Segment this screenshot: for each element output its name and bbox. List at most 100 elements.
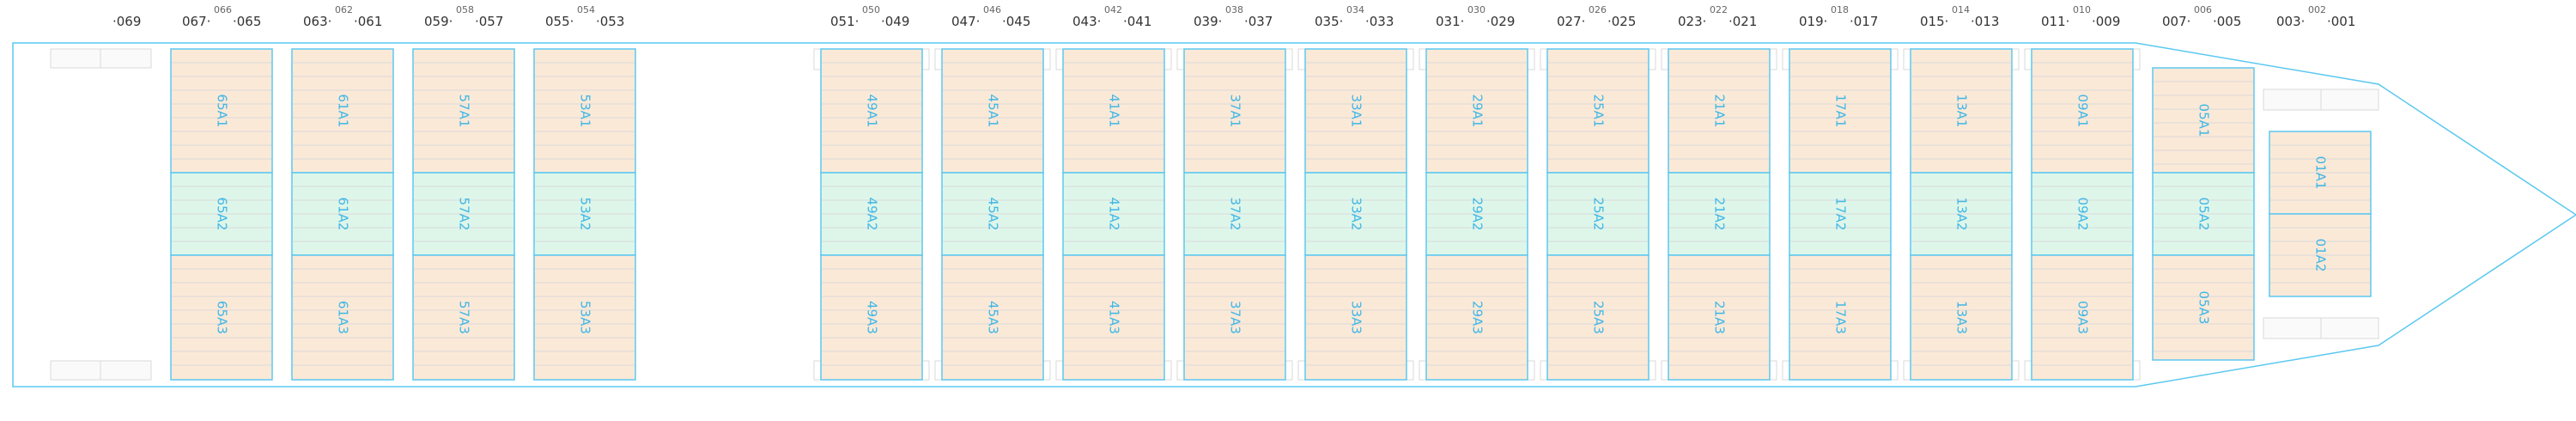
slot-s65a1[interactable]: 65A1: [170, 48, 273, 174]
slot-block[interactable]: [1668, 254, 1771, 381]
slot-label: 05A3: [2196, 291, 2212, 325]
slot-s57a3[interactable]: 57A3: [412, 254, 515, 381]
slot-s29a3[interactable]: 29A3: [1425, 254, 1528, 381]
slot-s33a1[interactable]: 33A1: [1304, 48, 1407, 174]
slot-s33a3[interactable]: 33A3: [1304, 254, 1407, 381]
slot-s61a2[interactable]: 61A2: [291, 172, 394, 256]
slot-s21a3[interactable]: 21A3: [1668, 254, 1771, 381]
slot-block[interactable]: [2031, 254, 2134, 381]
slot-s49a2[interactable]: 49A2: [820, 172, 923, 256]
bay-label-001: ·001: [2327, 14, 2355, 29]
bay-label-015: 015·: [1920, 14, 1948, 29]
slot-block[interactable]: [1910, 254, 2013, 381]
slot-label: 41A3: [1107, 301, 1122, 334]
slot-s53a2[interactable]: 53A2: [533, 172, 636, 256]
slot-s37a3[interactable]: 37A3: [1183, 254, 1286, 381]
slot-block[interactable]: [2152, 254, 2255, 361]
slot-s65a2[interactable]: 65A2: [170, 172, 273, 256]
slot-block[interactable]: [1668, 48, 1771, 174]
slot-s41a3[interactable]: 41A3: [1062, 254, 1165, 381]
slot-block[interactable]: [1304, 254, 1407, 381]
slot-s45a3[interactable]: 45A3: [941, 254, 1044, 381]
hull-outline: [12, 42, 2576, 387]
slot-s61a1[interactable]: 61A1: [291, 48, 394, 174]
slot-block[interactable]: [170, 48, 273, 174]
slot-block[interactable]: [412, 48, 515, 174]
bay-sublabel-046: 046: [983, 4, 1001, 15]
slot-block[interactable]: [941, 254, 1044, 381]
slot-block[interactable]: [1546, 254, 1649, 381]
slot-s25a1[interactable]: 25A1: [1546, 48, 1649, 174]
slot-block[interactable]: [1546, 48, 1649, 174]
slot-s01a1[interactable]: 01A1: [2269, 131, 2372, 215]
bay-sublabel-042: 042: [1104, 4, 1122, 15]
slot-s17a3[interactable]: 17A3: [1789, 254, 1892, 381]
slot-block[interactable]: [1425, 254, 1528, 381]
slot-s37a2[interactable]: 37A2: [1183, 172, 1286, 256]
slot-block[interactable]: [820, 48, 923, 174]
slot-s65a3[interactable]: 65A3: [170, 254, 273, 381]
slot-s49a3[interactable]: 49A3: [820, 254, 923, 381]
slot-s13a3[interactable]: 13A3: [1910, 254, 2013, 381]
slot-block[interactable]: [1062, 48, 1165, 174]
slot-s01a2[interactable]: 01A2: [2269, 213, 2372, 297]
slot-s53a3[interactable]: 53A3: [533, 254, 636, 381]
slot-s33a2[interactable]: 33A2: [1304, 172, 1407, 256]
slot-s09a2[interactable]: 09A2: [2031, 172, 2134, 256]
slot-block[interactable]: [412, 254, 515, 381]
slot-s29a2[interactable]: 29A2: [1425, 172, 1528, 256]
slot-s29a1[interactable]: 29A1: [1425, 48, 1528, 174]
slot-s53a1[interactable]: 53A1: [533, 48, 636, 174]
aft-hatch-covers: [50, 48, 152, 381]
slot-s61a3[interactable]: 61A3: [291, 254, 394, 381]
slot-block[interactable]: [1304, 48, 1407, 174]
slot-block[interactable]: [291, 254, 394, 381]
slot-block[interactable]: [2031, 48, 2134, 174]
slot-block[interactable]: [533, 48, 636, 174]
slot-block[interactable]: [1910, 48, 2013, 174]
slot-s57a2[interactable]: 57A2: [412, 172, 515, 256]
slot-block[interactable]: [941, 48, 1044, 174]
slot-block[interactable]: [1062, 254, 1165, 381]
slot-s05a2[interactable]: 05A2: [2152, 172, 2255, 256]
slot-s57a1[interactable]: 57A1: [412, 48, 515, 174]
slot-s37a1[interactable]: 37A1: [1183, 48, 1286, 174]
bay-label-021: ·021: [1728, 14, 1757, 29]
slot-s17a2[interactable]: 17A2: [1789, 172, 1892, 256]
slot-block[interactable]: [820, 254, 923, 381]
bay-label-027: 027·: [1557, 14, 1585, 29]
slot-block[interactable]: [1425, 48, 1528, 174]
slot-s41a2[interactable]: 41A2: [1062, 172, 1165, 256]
slot-s25a3[interactable]: 25A3: [1546, 254, 1649, 381]
slot-block[interactable]: [1183, 254, 1286, 381]
slot-s05a1[interactable]: 05A1: [2152, 67, 2255, 174]
slot-block[interactable]: [170, 254, 273, 381]
slot-s05a3[interactable]: 05A3: [2152, 254, 2255, 361]
slot-block[interactable]: [533, 254, 636, 381]
slot-s45a1[interactable]: 45A1: [941, 48, 1044, 174]
bay-label-037: ·037: [1244, 14, 1273, 29]
slot-s49a1[interactable]: 49A1: [820, 48, 923, 174]
slot-s25a2[interactable]: 25A2: [1546, 172, 1649, 256]
bay-label-067: 067·: [182, 14, 210, 29]
bay-label-009: ·009: [2092, 14, 2120, 29]
slot-block[interactable]: [291, 48, 394, 174]
slot-label: 49A2: [865, 198, 880, 231]
slot-s41a1[interactable]: 41A1: [1062, 48, 1165, 174]
slot-block[interactable]: [1789, 254, 1892, 381]
slot-s13a2[interactable]: 13A2: [1910, 172, 2013, 256]
slot-s09a3[interactable]: 09A3: [2031, 254, 2134, 381]
slot-s09a1[interactable]: 09A1: [2031, 48, 2134, 174]
slot-label: 33A2: [1349, 198, 1364, 231]
slot-block[interactable]: [2152, 67, 2255, 174]
slot-block[interactable]: [1183, 48, 1286, 174]
slot-s21a1[interactable]: 21A1: [1668, 48, 1771, 174]
slot-label: 61A1: [336, 95, 351, 128]
slot-s13a1[interactable]: 13A1: [1910, 48, 2013, 174]
slot-block[interactable]: [1789, 48, 1892, 174]
slot-s21a2[interactable]: 21A2: [1668, 172, 1771, 256]
slot-s45a2[interactable]: 45A2: [941, 172, 1044, 256]
slot-s17a1[interactable]: 17A1: [1789, 48, 1892, 174]
